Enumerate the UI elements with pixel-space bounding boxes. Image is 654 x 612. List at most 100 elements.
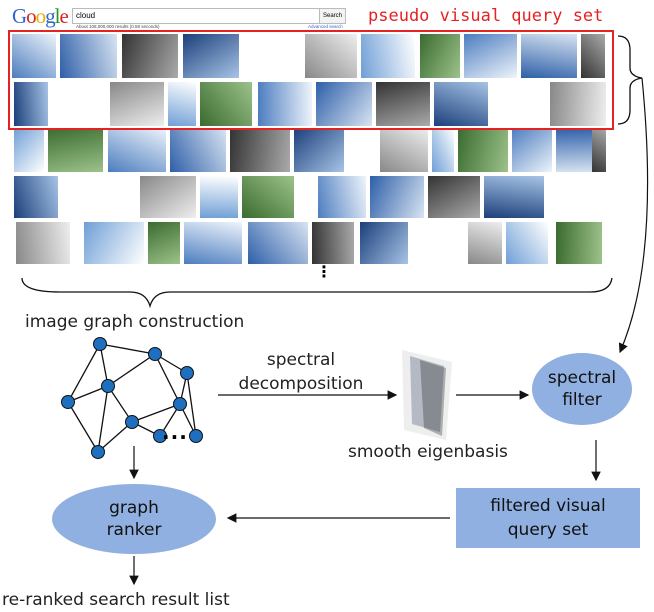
label-line: graph	[109, 498, 159, 518]
search-button[interactable]: Search	[318, 9, 345, 23]
image-thumbnail[interactable]	[110, 82, 164, 126]
graph-edge	[67, 343, 101, 403]
bottom-brace	[21, 277, 613, 309]
image-thumbnail[interactable]	[148, 222, 180, 264]
image-thumbnail[interactable]	[140, 176, 196, 218]
eigenbasis-label: smooth eigenbasis	[348, 442, 508, 462]
result-count: About 108,000,000 results (0.58 seconds)	[76, 24, 160, 29]
image-thumbnail[interactable]	[428, 176, 480, 218]
image-thumbnail[interactable]	[512, 128, 552, 172]
graph-edge	[107, 385, 133, 423]
image-thumbnail[interactable]	[200, 176, 238, 218]
image-thumbnail[interactable]	[184, 222, 242, 264]
image-thumbnail[interactable]	[361, 34, 415, 78]
image-thumbnail[interactable]	[484, 176, 544, 218]
graph-edge	[186, 372, 197, 437]
image-thumbnail[interactable]	[200, 82, 252, 126]
image-thumbnail[interactable]	[468, 222, 502, 264]
image-thumbnail[interactable]	[506, 222, 548, 264]
graph-ellipsis: ...	[162, 420, 188, 444]
image-thumbnail[interactable]	[244, 34, 300, 78]
label-line: ranker	[106, 520, 162, 540]
image-graph	[61, 337, 203, 459]
label-line: filtered visual	[490, 496, 606, 516]
image-thumbnail[interactable]	[64, 176, 126, 218]
image-thumbnail[interactable]	[464, 34, 517, 78]
graph-node	[189, 429, 203, 443]
image-thumbnail[interactable]	[294, 128, 344, 172]
graph-node	[173, 397, 187, 411]
image-thumbnail[interactable]	[420, 34, 460, 78]
image-thumbnail[interactable]	[16, 222, 70, 264]
pseudo-set-highlight	[8, 30, 614, 130]
image-thumbnail[interactable]	[414, 222, 464, 264]
image-thumbnail[interactable]	[14, 82, 48, 126]
graph-node	[180, 366, 194, 380]
image-thumbnail[interactable]	[52, 82, 106, 126]
graph-node	[148, 347, 162, 361]
image-thumbnail[interactable]	[230, 128, 290, 172]
image-thumbnail[interactable]	[592, 128, 606, 172]
more-results-ellipsis: ⋮	[316, 262, 332, 281]
search-query: cloud	[76, 11, 96, 20]
image-thumbnail[interactable]	[348, 128, 378, 172]
eigenbasis-image	[402, 350, 452, 440]
label-line: spectral	[547, 368, 617, 388]
output-label: re-ranked search result list	[2, 590, 230, 610]
graph-construction-label: image graph construction	[25, 312, 245, 332]
image-thumbnail[interactable]	[556, 222, 602, 264]
google-logo: Google	[12, 4, 69, 28]
graph-edge	[97, 385, 109, 453]
image-thumbnail[interactable]	[581, 34, 605, 78]
image-thumbnail[interactable]	[550, 82, 606, 126]
image-thumbnail[interactable]	[14, 176, 58, 218]
image-thumbnail[interactable]	[305, 34, 357, 78]
image-thumbnail[interactable]	[380, 128, 428, 172]
graph-node	[101, 379, 115, 393]
image-thumbnail[interactable]	[312, 222, 354, 264]
advanced-search-link[interactable]: Advanced search	[308, 24, 343, 29]
image-thumbnail[interactable]	[60, 34, 117, 78]
label-line: query set	[507, 520, 589, 540]
image-thumbnail[interactable]	[316, 82, 372, 126]
image-thumbnail[interactable]	[370, 176, 424, 218]
image-thumbnail[interactable]	[492, 82, 546, 126]
image-thumbnail[interactable]	[242, 176, 294, 218]
image-thumbnail[interactable]	[108, 128, 166, 172]
image-thumbnail[interactable]	[248, 222, 308, 264]
graph-node	[153, 429, 167, 443]
image-thumbnail[interactable]	[170, 128, 226, 172]
graph-edge	[67, 385, 109, 403]
graph-node	[125, 415, 139, 429]
graph-edge	[99, 343, 109, 387]
image-thumbnail[interactable]	[360, 222, 408, 264]
image-thumbnail[interactable]	[548, 176, 608, 218]
image-thumbnail[interactable]	[458, 128, 508, 172]
right-brace	[617, 35, 643, 125]
label-line: spectral	[266, 350, 336, 370]
image-thumbnail[interactable]	[434, 82, 488, 126]
graph-edge	[154, 353, 181, 405]
graph-edge	[99, 343, 156, 355]
image-thumbnail[interactable]	[258, 82, 312, 126]
image-thumbnail[interactable]	[48, 128, 103, 172]
image-thumbnail[interactable]	[432, 128, 454, 172]
image-thumbnail[interactable]	[521, 34, 577, 78]
image-thumbnail[interactable]	[376, 82, 430, 126]
graph-edge	[67, 401, 99, 453]
graph-edge	[107, 353, 156, 387]
image-thumbnail[interactable]	[318, 176, 366, 218]
image-thumbnail[interactable]	[12, 34, 56, 78]
search-input[interactable]: cloud Search	[72, 8, 346, 24]
arrow-brace-to-filter	[618, 77, 649, 354]
graph-node	[93, 337, 107, 351]
pseudo-set-label: pseudo visual query set	[368, 6, 604, 26]
image-thumbnail[interactable]	[84, 222, 144, 264]
image-thumbnail[interactable]	[122, 34, 178, 78]
image-thumbnail[interactable]	[14, 128, 44, 172]
image-thumbnail[interactable]	[183, 34, 239, 78]
image-thumbnail[interactable]	[168, 82, 196, 126]
